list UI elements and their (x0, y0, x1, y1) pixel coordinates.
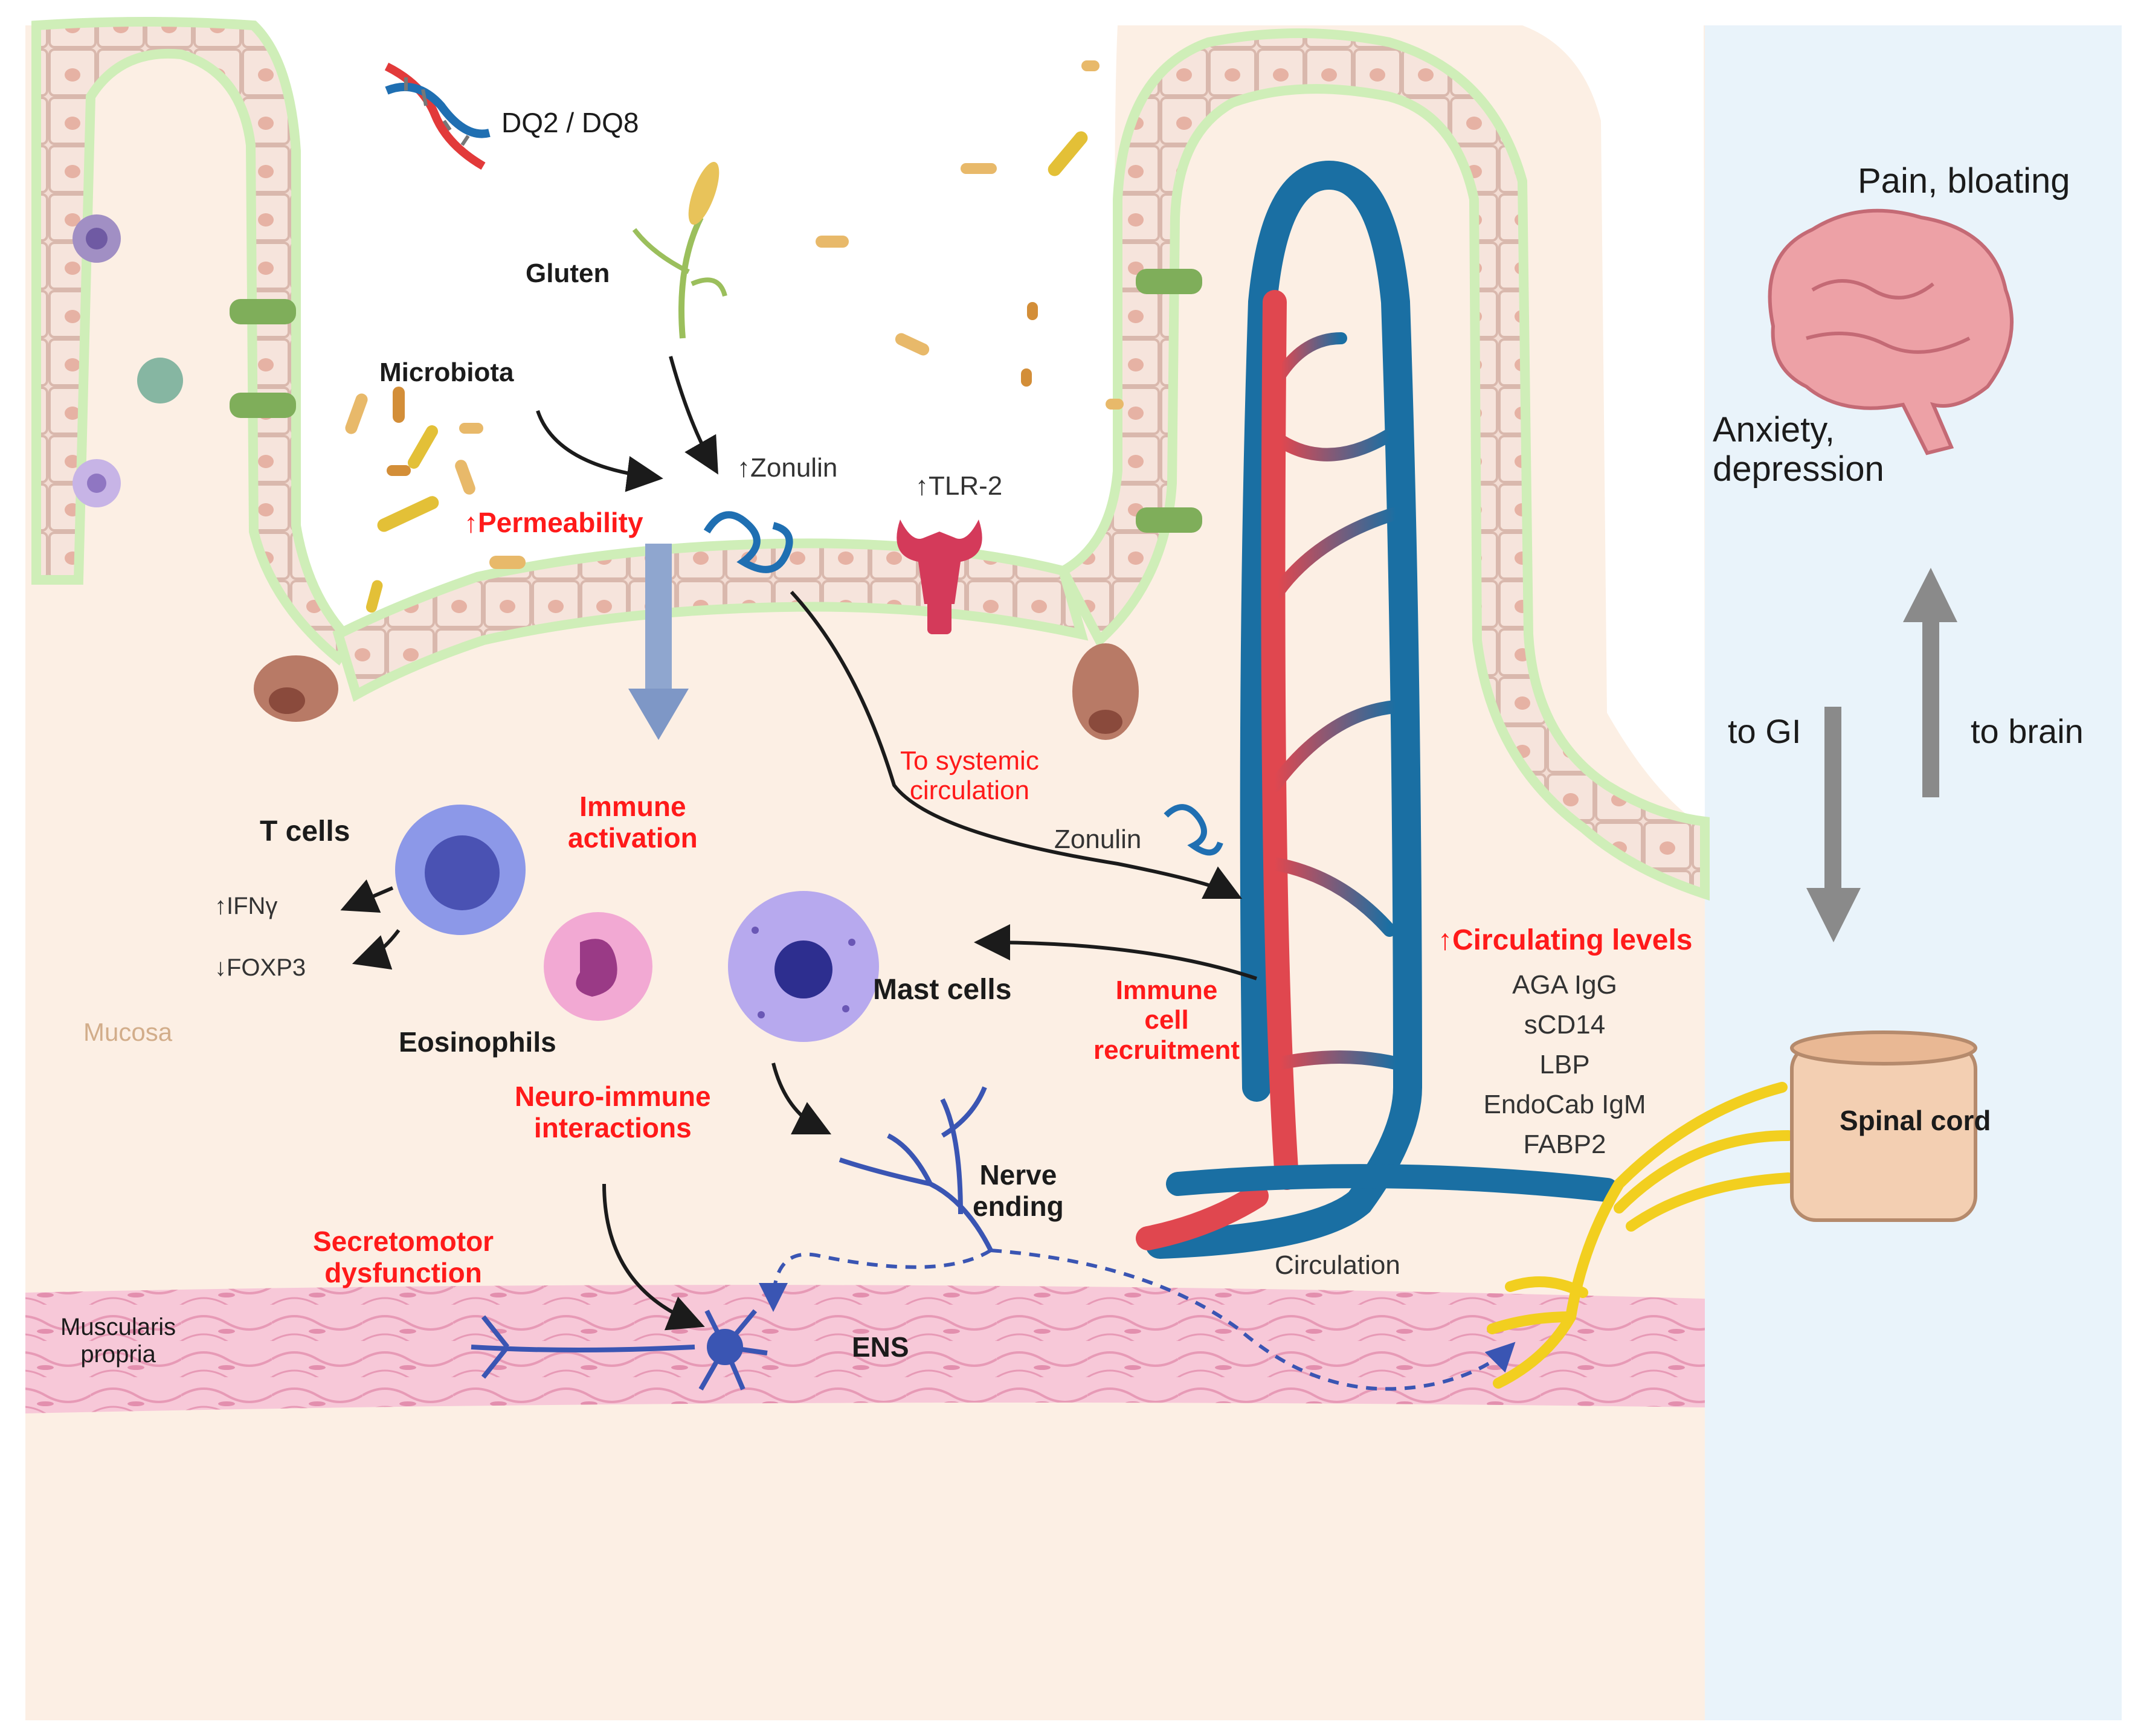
immune-cell (137, 358, 183, 403)
bacteria-icon (345, 60, 1124, 613)
tlr2-label: ↑TLR-2 (915, 471, 1003, 501)
tuft-cell (230, 299, 296, 324)
to-gi-arrow (1806, 707, 1861, 942)
spinal-cord-icon (1790, 1030, 1977, 1222)
mast-cell-icon (728, 891, 879, 1042)
dashed-signal-path (759, 1249, 992, 1312)
lumen-right (1522, 25, 1705, 828)
marker-item: LBP (1539, 1050, 1590, 1079)
to-brain-arrow (1903, 568, 1957, 797)
black-arrows (340, 356, 1257, 1331)
muscularis-label: Muscularis propria (60, 1314, 176, 1368)
immune-activation-label: Immune activation (568, 791, 698, 854)
muscularis-propria (25, 1285, 1705, 1413)
to-systemic-label: To systemic circulation (900, 746, 1039, 806)
zonulin-up-label: ↑Zonulin (737, 453, 838, 483)
mast-cells-label: Mast cells (873, 974, 1012, 1006)
spinal-cord-label: Spinal cord (1840, 1105, 1991, 1136)
tuft-cell (1136, 269, 1202, 294)
marker-item: EndoCab IgM (1483, 1090, 1646, 1119)
zonulin-icon (703, 511, 793, 573)
to-brain-label: to brain (1971, 712, 2084, 750)
microbiota-label: Microbiota (379, 358, 514, 387)
spinal-nerve (1487, 1082, 1794, 1389)
zonulin-icon (1164, 804, 1223, 856)
anxiety-label: Anxiety, depression (1713, 410, 1884, 489)
tuft-cell (230, 393, 296, 418)
neuro-immune-label: Neuro-immune interactions (515, 1081, 711, 1143)
permeability-arrow (628, 544, 689, 740)
eosinophil-icon (544, 912, 652, 1021)
ens-label: ENS (852, 1331, 909, 1363)
to-gi-label: to GI (1728, 712, 1802, 750)
marker-item: sCD14 (1524, 1010, 1606, 1040)
epithelium-right-villus (1057, 28, 1710, 901)
eosinophils-label: Eosinophils (399, 1026, 556, 1058)
tlr2-receptor-icon (897, 519, 982, 634)
marker-item: FABP2 (1523, 1130, 1606, 1159)
ens-neuron-icon (471, 1309, 768, 1390)
secretomotor-label: Secretomotor dysfunction (313, 1226, 494, 1288)
tuft-cell (1136, 507, 1202, 533)
permeability-label: ↑Permeability (464, 507, 643, 538)
wheat-icon (632, 161, 727, 339)
blood-vessel-icon (1136, 160, 1619, 1259)
marker-item: AGA IgG (1512, 970, 1617, 1000)
immune-recruitment-label: Immune cell recruitment (1093, 976, 1240, 1065)
dq-label: DQ2 / DQ8 (501, 107, 639, 138)
dashed-signal-path-spinal (990, 1249, 1516, 1391)
marker-list: AGA IgG sCD14 LBP EndoCab IgM FABP2 (1462, 965, 1667, 1165)
pain-bloating-label: Pain, bloating (1858, 161, 2070, 201)
nerve-ending-icon (839, 1086, 993, 1252)
circulating-levels-label: ↑Circulating levels (1438, 924, 1693, 956)
zonulin-label: Zonulin (1054, 825, 1142, 854)
foxp3-label: ↓FOXP3 (214, 954, 306, 981)
nerve-ending-label: Nerve ending (973, 1159, 1064, 1222)
epithelium-crypt (332, 538, 1089, 702)
t-cell-icon (395, 805, 526, 935)
t-cells-label: T cells (260, 815, 350, 847)
ifng-label: ↑IFNγ (214, 893, 278, 919)
goblet-cell (1072, 643, 1139, 740)
mucosa-label: Mucosa (83, 1018, 173, 1046)
circulation-label: Circulation (1275, 1250, 1400, 1280)
dna-icon (384, 62, 491, 170)
brain-icon (1768, 208, 2014, 455)
gluten-label: Gluten (526, 259, 610, 288)
